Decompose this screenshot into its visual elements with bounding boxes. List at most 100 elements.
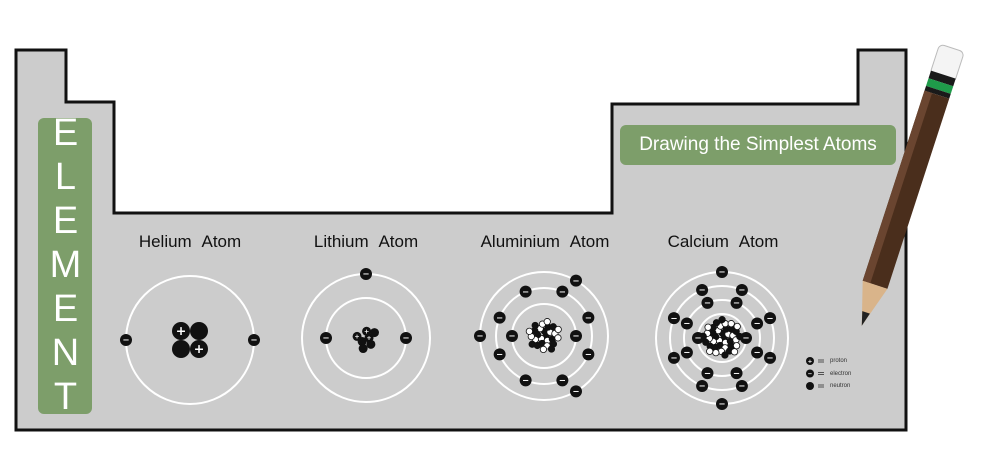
electron: −: [570, 274, 582, 287]
svg-text:−: −: [572, 275, 579, 285]
electron: −: [570, 330, 582, 342]
element-side-label: ELEMENT: [38, 112, 92, 420]
legend-label-electron: electron: [830, 371, 852, 377]
electron: −: [667, 312, 680, 325]
electron: −: [740, 332, 752, 344]
electron: −: [764, 312, 777, 325]
svg-text:+: +: [354, 333, 359, 340]
legend: +−: [806, 357, 824, 390]
electron: −: [519, 374, 532, 387]
svg-text:−: −: [670, 313, 677, 323]
electron: −: [120, 334, 132, 346]
svg-text:−: −: [733, 368, 740, 378]
electron: −: [570, 385, 582, 398]
svg-text:−: −: [767, 313, 774, 323]
neutron: [730, 348, 739, 356]
electron: −: [730, 296, 743, 309]
svg-text:−: −: [402, 333, 409, 343]
nucleus: [699, 316, 744, 359]
proton: +: [362, 326, 372, 336]
pencil-icon: [861, 44, 964, 326]
legend-label-proton: proton: [830, 358, 848, 364]
electron: −: [493, 348, 506, 361]
proton: [528, 340, 536, 348]
electron: −: [692, 332, 704, 344]
legend-electron: −: [806, 369, 814, 378]
svg-text:+: +: [364, 328, 369, 335]
electron: −: [248, 334, 260, 346]
neutron: [554, 325, 562, 334]
proton: [718, 316, 726, 324]
electron: −: [701, 296, 714, 309]
proton: [721, 351, 729, 359]
svg-text:−: −: [808, 371, 813, 377]
nucleus: +++: [352, 326, 379, 354]
svg-text:−: −: [694, 333, 701, 343]
proton: +: [190, 340, 208, 358]
neutron: [706, 347, 714, 355]
electron: −: [696, 283, 709, 296]
svg-text:−: −: [733, 298, 740, 308]
neutron: [733, 342, 741, 350]
proton: [531, 321, 539, 330]
svg-text:−: −: [362, 269, 369, 279]
neutron: [539, 345, 547, 354]
electron: −: [764, 351, 777, 364]
electron: −: [667, 351, 680, 364]
svg-text:−: −: [559, 375, 566, 385]
orbit-shell: [669, 285, 775, 391]
svg-text:+: +: [366, 335, 371, 342]
svg-text:−: −: [767, 353, 774, 363]
electron: −: [556, 285, 569, 298]
electron: −: [582, 311, 595, 324]
electron: −: [320, 332, 332, 344]
svg-text:−: −: [572, 331, 579, 341]
svg-text:−: −: [122, 335, 129, 345]
electron: −: [474, 330, 486, 342]
svg-text:−: −: [476, 331, 483, 341]
svg-text:+: +: [176, 323, 187, 338]
electron: −: [400, 332, 412, 344]
neutron: [366, 339, 376, 349]
svg-text:−: −: [738, 285, 745, 295]
electron: −: [716, 398, 728, 410]
svg-text:−: −: [250, 335, 257, 345]
neutron: [172, 340, 190, 358]
atom-title-aluminium: Aluminium Atom: [480, 232, 610, 251]
nucleus: [525, 318, 562, 354]
atom-helium: + + − −: [120, 275, 260, 405]
svg-text:+: +: [194, 341, 205, 356]
svg-text:−: −: [704, 298, 711, 308]
neutron: [525, 327, 533, 335]
electron: −: [506, 330, 518, 342]
svg-text:−: −: [718, 267, 725, 277]
svg-text:−: −: [508, 331, 515, 341]
neutron: [543, 318, 551, 326]
electron: −: [680, 317, 693, 330]
neutron: [358, 344, 368, 354]
electron: −: [730, 367, 743, 380]
electron: −: [696, 380, 709, 393]
electron: −: [556, 374, 569, 387]
svg-text:−: −: [585, 312, 592, 322]
svg-text:−: −: [742, 333, 749, 343]
svg-text:−: −: [704, 368, 711, 378]
legend-label-neutron: neutron: [830, 383, 851, 389]
atom-lithium: +++−−−: [301, 268, 431, 403]
electron: −: [360, 268, 372, 280]
atom-title-lithium: Lithium Atom: [313, 232, 419, 251]
proton: [702, 338, 710, 346]
atom-title-helium: Helium Atom: [138, 232, 242, 251]
svg-text:−: −: [683, 318, 690, 328]
svg-text:−: −: [572, 386, 579, 396]
neutron: [712, 349, 720, 357]
electron: −: [751, 346, 764, 359]
svg-text:−: −: [522, 375, 529, 385]
electron: −: [680, 346, 693, 359]
svg-text:−: −: [496, 312, 503, 322]
svg-text:−: −: [522, 286, 529, 296]
proton: [547, 345, 556, 353]
svg-text:−: −: [699, 285, 706, 295]
svg-text:−: −: [754, 347, 761, 357]
neutron: [727, 320, 735, 328]
